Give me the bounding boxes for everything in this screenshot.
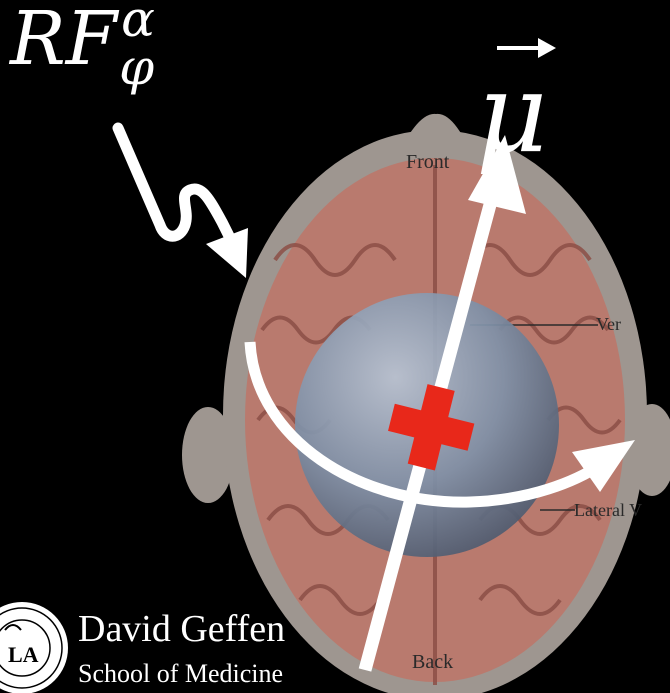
front-label: Front: [406, 151, 450, 173]
magnetic-moment-label: μ: [476, 58, 548, 168]
lateral-ventricle-label: Lateral V: [574, 500, 642, 520]
seal-letters: LA: [8, 642, 39, 667]
ventricle-label: Ver: [596, 314, 621, 334]
ucla-seal: LA: [0, 602, 68, 693]
zigzag-arrow-icon: [118, 128, 236, 250]
rf-subscript: φ: [119, 42, 154, 92]
back-label: Back: [412, 651, 453, 673]
rf-pulse-arrow: [118, 128, 248, 278]
school-subtitle: School of Medicine: [78, 661, 283, 687]
school-name: David Geffen: [78, 610, 285, 648]
rf-base: RF: [10, 0, 117, 82]
